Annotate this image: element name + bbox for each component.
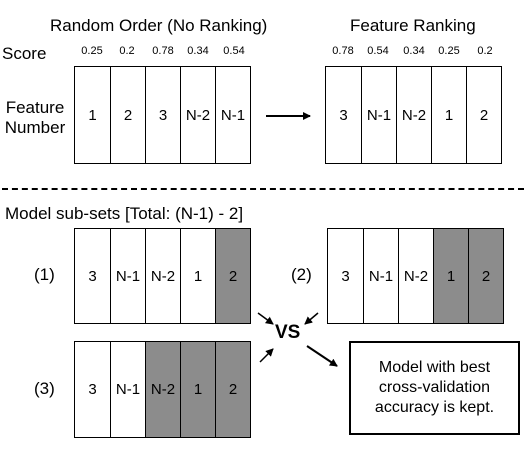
feature-cell: N-2 <box>145 229 180 323</box>
removed-feature-cell: 2 <box>215 342 250 437</box>
score-ranked-2: 0.54 <box>367 45 389 57</box>
vs-label: VS <box>275 322 301 343</box>
score-ranked-5: 0.2 <box>477 45 493 57</box>
score-label: Score <box>2 44 47 63</box>
arrow-to-result <box>306 345 338 367</box>
score-random-1: 0.25 <box>81 45 103 57</box>
removed-feature-cell: 2 <box>468 229 503 323</box>
random-order-row: 1 2 3 N-2 N-1 <box>74 66 251 164</box>
removed-feature-cell: 1 <box>433 229 468 323</box>
removed-feature-cell: N-2 <box>145 342 180 437</box>
score-random-5: 0.54 <box>223 45 245 57</box>
feature-cell: 2 <box>110 67 145 163</box>
score-random-2: 0.2 <box>119 45 135 57</box>
feature-cell: 1 <box>431 67 466 163</box>
feature-cell: 3 <box>88 381 97 398</box>
feature-cell: 3 <box>88 267 97 285</box>
result-line-1: Model with best <box>378 359 491 376</box>
feature-cell: 3 <box>341 267 350 285</box>
subsets-title: Model sub-sets [Total: (N-1) - 2] <box>5 204 244 223</box>
feature-cell: 3 <box>339 106 348 124</box>
feature-label-line2: Number <box>4 118 66 137</box>
score-ranked-4: 0.25 <box>438 45 460 57</box>
arrow-from-subset-1 <box>257 312 274 325</box>
score-random-3: 0.78 <box>152 45 174 57</box>
score-ranked-1: 0.78 <box>332 45 354 57</box>
random-order-title: Random Order (No Ranking) <box>50 16 268 35</box>
subset-2-row: 3 N-1 N-2 1 2 <box>327 228 504 324</box>
feature-cell: N-2 <box>398 229 433 323</box>
feature-ranking-row: 3 N-1 N-2 1 2 <box>325 66 502 164</box>
feature-cell: 1 <box>88 106 97 124</box>
subset-1-label: (1) <box>34 265 55 284</box>
subset-3-label: (3) <box>34 379 55 398</box>
result-line-3: accuracy is kept. <box>374 399 495 416</box>
feature-cell: N-1 <box>363 229 398 323</box>
feature-cell: 3 <box>145 67 180 163</box>
feature-cell: N-1 <box>110 342 145 437</box>
removed-feature-cell: 1 <box>180 342 215 437</box>
section-divider <box>2 188 524 190</box>
arrow-from-subset-3 <box>259 348 274 363</box>
feature-cell: 1 <box>180 229 215 323</box>
score-ranked-3: 0.34 <box>403 45 425 57</box>
feature-cell: N-2 <box>396 67 431 163</box>
feature-ranking-title: Feature Ranking <box>350 16 476 35</box>
subset-1-row: 3 N-1 N-2 1 2 <box>74 228 251 324</box>
feature-cell: N-1 <box>110 229 145 323</box>
feature-cell: 2 <box>466 67 501 163</box>
feature-label-line1: Feature <box>5 98 65 117</box>
result-box: Model with best cross-validation accurac… <box>349 341 520 435</box>
score-random-4: 0.34 <box>187 45 209 57</box>
result-line-2: cross-validation <box>378 379 491 396</box>
feature-cell: N-2 <box>180 67 215 163</box>
subset-3-row: 3 N-1 N-2 1 2 <box>74 341 251 438</box>
subset-2-label: (2) <box>291 265 312 284</box>
arrow-from-subset-2 <box>304 312 319 325</box>
feature-cell: N-1 <box>361 67 396 163</box>
removed-feature-cell: 2 <box>215 229 250 323</box>
feature-cell: N-1 <box>215 67 250 163</box>
